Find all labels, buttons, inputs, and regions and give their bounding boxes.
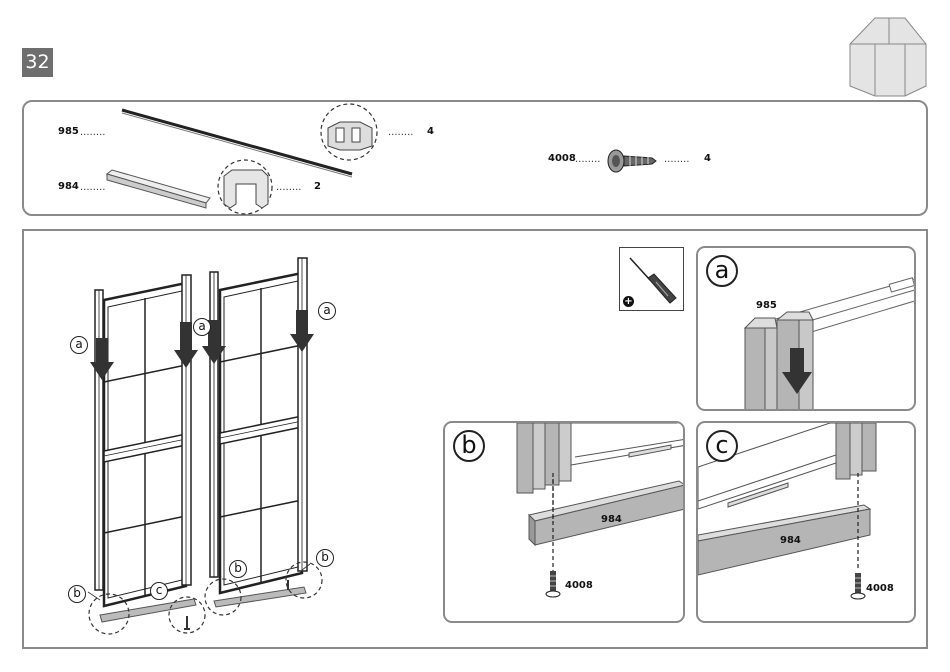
detail-c-letter: c — [706, 430, 738, 462]
part-985-qty: 4 — [427, 126, 434, 137]
detail-b-part-label: 984 — [601, 514, 622, 525]
callout-b-left: b — [68, 585, 86, 603]
part-985-qty-leader: ........ — [388, 127, 413, 138]
detail-c-screw-label: 4008 — [866, 583, 894, 594]
callout-b-right: b — [316, 549, 334, 567]
callout-a-center: a — [193, 318, 211, 336]
detail-a-part-label: 985 — [756, 300, 777, 311]
detail-b-letter: b — [453, 430, 485, 462]
part-985-code: 985 — [58, 126, 79, 137]
screw-4008-leader: ........ — [575, 154, 600, 165]
screw-4008-qty: 4 — [704, 153, 711, 164]
callout-a-left: a — [70, 336, 88, 354]
detail-b-screw-label: 4008 — [565, 580, 593, 591]
part-984-leader: ........ — [80, 182, 105, 193]
detail-c-part-label: 984 — [780, 535, 801, 546]
screw-4008-qty-leader: ........ — [664, 154, 689, 165]
callout-c: c — [150, 582, 168, 600]
part-984-qty-leader: ........ — [276, 182, 301, 193]
detail-a-letter: a — [706, 255, 738, 287]
screw-4008-code: 4008 — [548, 153, 576, 164]
part-985-leader: ........ — [80, 127, 105, 138]
step-number-badge: 32 — [22, 48, 53, 77]
part-984-qty: 2 — [314, 181, 321, 192]
parts-panel — [22, 100, 928, 216]
callout-a-right: a — [318, 302, 336, 320]
callout-b-center: b — [229, 560, 247, 578]
tool-box: + — [619, 247, 684, 311]
part-984-code: 984 — [58, 181, 79, 192]
phillips-badge-icon: + — [623, 296, 634, 307]
